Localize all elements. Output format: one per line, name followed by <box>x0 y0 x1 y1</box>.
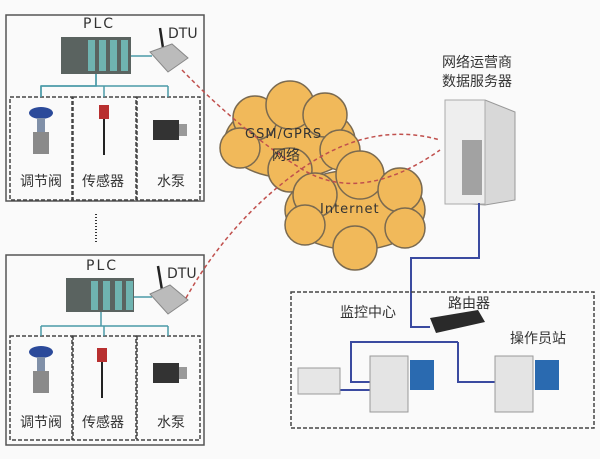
gsm-cloud-label: GSM/GPRS <box>245 127 323 142</box>
workstation-icon <box>369 355 434 413</box>
internet-cloud <box>284 150 426 271</box>
pump-icon <box>153 120 187 140</box>
server-lan-link <box>410 203 480 300</box>
monitor-center-label: 监控中心 <box>340 305 396 321</box>
plc-icon <box>66 278 134 312</box>
device-label-pump: 水泵 <box>157 415 185 431</box>
operator-station-label: 操作员站 <box>510 331 566 347</box>
dtu-label: DTU <box>168 26 198 42</box>
internet-cloud-label: Internet <box>320 202 380 217</box>
router-label: 路由器 <box>448 296 490 312</box>
plc-bus <box>40 296 169 336</box>
monitor-center-box <box>290 291 595 429</box>
pump-icon <box>153 363 187 383</box>
gsm-cloud-sublabel: 网络 <box>272 148 300 164</box>
plc-label: PLC <box>83 16 116 32</box>
plc-label: PLC <box>86 258 119 274</box>
wireless-link <box>185 133 441 299</box>
router-icon <box>430 310 485 333</box>
plc-icon <box>61 37 131 74</box>
valve-icon <box>29 107 53 154</box>
device-label-pump: 水泵 <box>157 174 185 190</box>
valve-icon <box>29 346 53 393</box>
server-label-line1: 网络运营商 <box>442 55 512 71</box>
sensor-icon <box>99 105 109 155</box>
dtu-icon <box>149 265 189 315</box>
wireless-link <box>181 69 441 185</box>
sensor-icon <box>97 348 107 398</box>
device-label-sensor: 传感器 <box>82 415 124 431</box>
device-label-sensor: 传感器 <box>82 174 124 190</box>
dtu-label: DTU <box>167 266 197 282</box>
server-icon <box>444 99 516 206</box>
server-label-line2: 数据服务器 <box>442 74 512 90</box>
site-box-bottom <box>5 254 205 446</box>
printer-icon <box>297 367 341 395</box>
device-label-valve: 调节阀 <box>20 415 62 431</box>
site-box-top <box>5 14 205 202</box>
device-label-valve: 调节阀 <box>20 174 62 190</box>
operator-workstation-icon <box>494 355 559 413</box>
lan-cable <box>340 341 495 391</box>
dtu-icon <box>149 27 189 73</box>
